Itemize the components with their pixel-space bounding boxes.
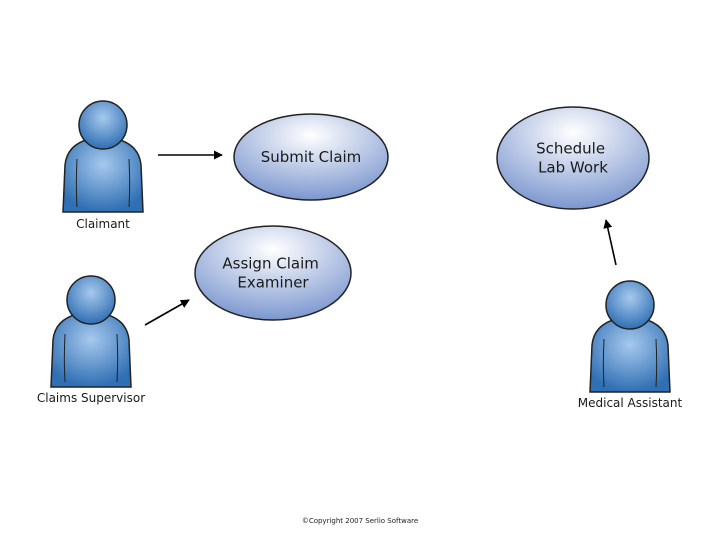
use-case-ellipse <box>496 106 650 210</box>
use-case-submit-claim: Submit Claim <box>233 113 389 201</box>
use-case-assign-claim-examiner: Assign Claim Examiner <box>194 225 352 321</box>
use-case-label-line: Examiner <box>237 274 309 292</box>
actor-claims-supervisor: Claims Supervisor <box>37 275 145 405</box>
person-icon <box>589 280 671 393</box>
use-case-label-line: Submit Claim <box>261 148 362 166</box>
actor-label: Claimant <box>76 217 130 231</box>
actor-label: Medical Assistant <box>578 396 683 410</box>
association-arrow <box>603 219 617 266</box>
person-icon <box>62 100 144 213</box>
use-case-label-line: Lab Work <box>538 159 608 177</box>
actor-head <box>78 100 128 150</box>
actor-label: Claims Supervisor <box>37 391 145 405</box>
actor-body <box>50 313 132 388</box>
copyright-text: ©Copyright 2007 Serlio Software <box>302 517 418 525</box>
use-case-label-line: Assign Claim <box>222 255 318 273</box>
use-case-label: Assign Claim Examiner <box>222 255 323 292</box>
actor-head <box>605 280 655 330</box>
actor-body <box>62 138 144 213</box>
use-case-label: Submit Claim <box>261 148 362 166</box>
person-icon <box>50 275 132 388</box>
actor-arm-seam <box>63 333 66 383</box>
use-case-label-line: Schedule <box>536 140 605 158</box>
association-arrow <box>144 299 190 326</box>
associations <box>144 150 617 326</box>
actor-head <box>66 275 116 325</box>
use-case-schedule-lab-work: Schedule Lab Work <box>496 106 650 210</box>
actor-claimant: Claimant <box>62 100 144 231</box>
actor-medical-assistant: Medical Assistant <box>578 280 683 410</box>
actor-arm-seam <box>655 338 658 388</box>
actor-arm-seam <box>75 158 78 208</box>
actor-arm-seam <box>128 158 131 208</box>
actor-arm-seam <box>602 338 605 388</box>
use-case-ellipse <box>233 113 389 201</box>
use-case-ellipse <box>194 225 352 321</box>
actor-body <box>589 318 671 393</box>
actor-arm-seam <box>116 333 119 383</box>
use-case-label: Schedule Lab Work <box>536 140 610 177</box>
